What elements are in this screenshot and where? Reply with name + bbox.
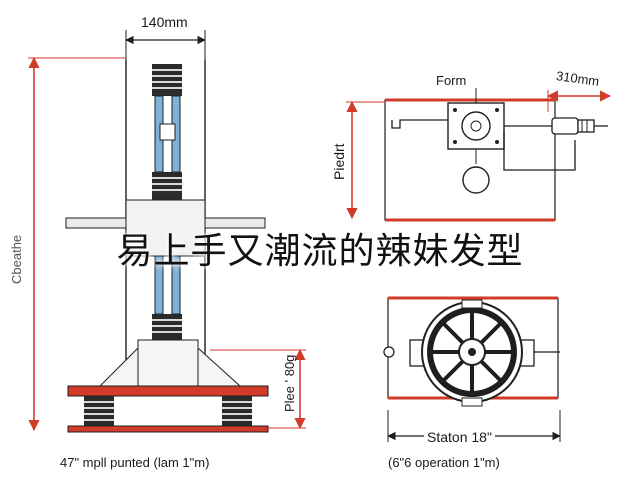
foot-coil-left: [84, 396, 114, 426]
pivot-height-label: Piedrt: [331, 143, 347, 180]
overall-height-dimension: [28, 56, 126, 432]
caption-left: 47" mpll punted (lam 1"m): [60, 455, 210, 470]
station-label: Staton 18": [424, 430, 495, 444]
base-height-label: Plee ' 80g: [282, 354, 297, 412]
top-coil: [152, 64, 182, 96]
pivot-plan-view: [384, 88, 608, 222]
length-dimension: [546, 90, 612, 112]
lower-coil: [152, 314, 182, 340]
base-height-dimension: [210, 348, 306, 430]
pivot-height-dimension: [346, 100, 385, 220]
width-top-label: 140mm: [141, 14, 188, 30]
column-assembly: [65, 60, 269, 433]
overlay-caption: 易上手又潮流的辣妹发型: [116, 231, 524, 272]
width-dimension: [125, 30, 206, 60]
station-view: [383, 296, 560, 407]
caption-right: (6"6 operation 1"m): [388, 455, 500, 470]
form-label: Form: [436, 73, 467, 88]
foot-coil-right: [222, 396, 252, 426]
middle-coil: [152, 172, 182, 200]
